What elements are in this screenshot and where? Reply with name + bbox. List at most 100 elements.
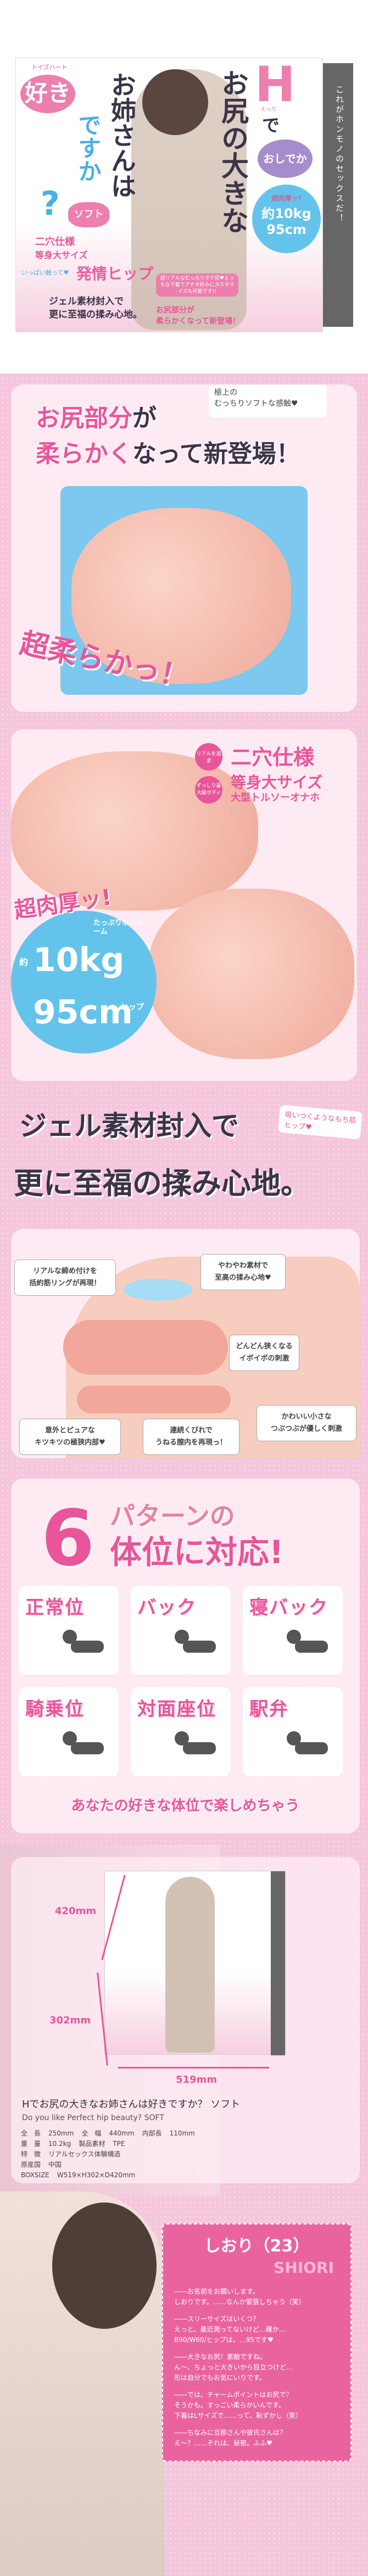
positions-title-2: 体位に対応! xyxy=(110,1534,284,1571)
tag-body: ずっしり最大級ボディ xyxy=(195,776,222,804)
qa-item: ――お名前をお願いします。しおりです。……なんか緊張しちゃう（笑） xyxy=(174,2287,339,2307)
customize-bubble: 超リアルなむっちりボテ尻♥えっちな下着でアナタ好みにカスタマイズも可能です!! xyxy=(156,274,238,297)
spec-value: 10.2kg xyxy=(48,2140,71,2148)
tag-real: リアルを追求 xyxy=(195,743,222,771)
volume-label: たっぷりボリューム xyxy=(93,919,144,936)
suki-heart: 好き xyxy=(20,75,75,113)
callout-gel: やわやわ素材で 至高の揉み心地♥ xyxy=(200,1254,286,1291)
size-section: 420mm 302mm 519mm Hでお尻の大きなお姉さんは好きですか？ ソフ… xyxy=(11,1857,360,2183)
character-hair xyxy=(52,2203,157,2329)
spec-label: BOXSIZE xyxy=(21,2171,49,2179)
qa-item: ――ちなみに旦那さんや彼氏さんは？ え〜？……それは、秘密。ふふ♥ xyxy=(174,2428,339,2449)
box-thumbnail xyxy=(104,1871,286,2055)
weight-badge: 超肉厚ッ! 約10kg 95cm xyxy=(252,185,321,253)
brand-logo: トイズハート xyxy=(31,64,68,71)
position-label: 寝バック xyxy=(249,1597,328,1619)
profile-name: しおり（23） xyxy=(204,2237,310,2256)
positions-number: 6 xyxy=(41,1494,95,1583)
position-tile-back: バック xyxy=(131,1586,231,1675)
weight-value: 約10kg xyxy=(261,206,311,221)
box-title-h: H xyxy=(255,56,295,113)
product-shape xyxy=(71,508,291,684)
callout-dots: かわいい小さな つぶつぶが優しく刺激 xyxy=(257,1405,356,1442)
qa-item: ――大きなお尻！素敵ですね。ん〜、ちょっと大きいから目立つけど… 形は自分でもお… xyxy=(174,2352,339,2383)
figure-body-icon xyxy=(183,1742,216,1754)
mochi-bubble: 吸いつくようなもち肌ヒップ♥ xyxy=(278,1105,363,1140)
qa-answer: え〜？……それは、秘密。ふふ♥ xyxy=(174,2439,272,2447)
position-tile-standing: 駅弁 xyxy=(243,1687,343,1776)
product-back-photo xyxy=(148,889,354,1059)
spec-label: 全 幅 xyxy=(81,2129,102,2137)
position-tile-seated: 対面座位 xyxy=(131,1687,231,1776)
position-tile-prone-back: 寝バック xyxy=(243,1586,343,1675)
headline2-pink: 柔らかく xyxy=(36,440,132,468)
spec-label: 原産国 xyxy=(21,2161,41,2168)
figure-body-icon xyxy=(71,1742,104,1754)
width-arrow xyxy=(118,2067,269,2068)
box-title-h-reading: えっち xyxy=(260,107,277,113)
hip-label: ヒップ xyxy=(121,1003,144,1012)
positions-footer: あなたの好きな体位で楽しめちゃう xyxy=(71,1798,300,1814)
box-title-sub: お姉さんは xyxy=(107,72,137,198)
hip-value: 95cm xyxy=(33,993,133,1031)
feature-life-size: 等身大サイズ xyxy=(35,250,88,260)
spec-label: 特 徴 xyxy=(21,2150,41,2158)
figure-body-icon xyxy=(183,1641,216,1653)
callout-waves: 連続くびれで うねる膣内を再現っ！ xyxy=(143,1419,239,1456)
position-tile-cowgirl: 騎乗位 xyxy=(19,1687,119,1776)
box-title-de: で xyxy=(262,115,280,136)
spec-section: リアルを追求 二穴仕様 ずっしり最大級ボディ 等身大サイズ 大型トルソーオナホ … xyxy=(11,729,357,1081)
profile-name-en: SHIORI xyxy=(274,2259,334,2277)
spec-value: 250mm xyxy=(48,2129,74,2137)
box-soft-line1: お尻部分が xyxy=(156,306,194,315)
qa-answer: ん〜、ちょっと大きいから目立つけど… 形は自分でもお気にいりです。 xyxy=(174,2363,293,2382)
profile-card: しおり（23） SHIORI ――お名前をお願いします。しおりです。……なんか緊… xyxy=(162,2223,352,2462)
figure-body-icon xyxy=(295,1641,328,1653)
gel-line1: ジェル素材封入で xyxy=(49,296,124,307)
profile-interview: ――お名前をお願いします。しおりです。……なんか緊張しちゃう（笑）――スリーサイ… xyxy=(174,2287,339,2449)
spec-label: 製品素材 xyxy=(79,2140,105,2148)
gel-pad-icon xyxy=(124,1279,192,1301)
width-label: 519mm xyxy=(176,2074,218,2086)
depth-label: 420mm xyxy=(55,1905,97,1917)
positions-section: 6 パターンの 体位に対応! 正常位 バック 寝バック 騎乗位 対面座位 駅弁 … xyxy=(11,1479,360,1833)
figure-body-icon xyxy=(295,1742,328,1754)
bubble-line1: 極上の xyxy=(214,388,237,397)
height-label: 302mm xyxy=(49,2015,91,2026)
spec-value: 440mm xyxy=(109,2129,135,2137)
box-soft-line: 柔らかくなって新登場！ xyxy=(156,317,241,326)
feature-life-size: 等身大サイズ xyxy=(231,773,323,791)
lower-tunnel xyxy=(77,1386,231,1413)
callout-ring: リアルな締め付けを 括約筋リングが再現！ xyxy=(14,1259,116,1296)
thick-label: 超肉厚ッ! xyxy=(271,194,302,202)
product-front-photo xyxy=(11,751,258,911)
character-hair xyxy=(142,69,208,135)
qa-item: ――では、チャームポイントはお尻で？そうかも。すっごい柔らかいんです。 下着はL… xyxy=(174,2390,339,2421)
position-label: 対面座位 xyxy=(137,1698,216,1720)
spec-value: W519×H302×D420mm xyxy=(57,2171,136,2179)
spec-label: 内部長 xyxy=(142,2129,162,2137)
product-box-image: トイズハート 好き お姉さんは ですか ? ソフト H えっち お尻の大きな で… xyxy=(15,58,353,332)
box-title-desuka: ですか xyxy=(75,113,102,182)
headline-dark: が xyxy=(132,404,157,432)
box-question-mark: ? xyxy=(41,185,60,223)
callout-bumps: どんどん狭くなる イボイボの刺激 xyxy=(229,1335,299,1371)
qa-question: ――お名前をお願いします。 xyxy=(174,2288,259,2295)
oshidekaka-bubble: おしでか xyxy=(258,140,313,178)
position-label: バック xyxy=(137,1597,197,1619)
qa-question: ――大きなお尻！素敵ですね。 xyxy=(174,2353,267,2361)
box-side: これがホンモノのセックスだ！ xyxy=(323,63,353,327)
qa-answer: そうかも。すっごい柔らかいんです。 下着はLサイズで……って、恥ずかし（笑） xyxy=(174,2401,303,2419)
spec-label: 重 量 xyxy=(21,2140,41,2148)
spec-row: BOXSIZE W519×H302×D420mm xyxy=(21,2170,203,2181)
gel-line2: 更に至福の揉み心地。 xyxy=(14,1166,310,1201)
qa-answer: しおりです。……なんか緊張しちゃう（笑） xyxy=(174,2298,305,2306)
internal-structure-diagram: リアルな締め付けを 括約筋リングが再現！ やわやわ素材で 至高の揉み心地♥ どん… xyxy=(11,1229,360,1458)
feature-two-holes: 二穴仕様 xyxy=(35,236,75,248)
gel-line2: 更に至福の揉み心地。 xyxy=(49,309,142,320)
spec-row: 原産国中国 xyxy=(21,2160,203,2170)
qa-answer: えっと、最近測ってないけど…確か… B90/W60/ヒップは、…95です♥ xyxy=(174,2326,286,2344)
qa-question: ――ちなみに旦那さんや彼氏さんは？ xyxy=(174,2429,287,2436)
callout-narrow: 意外とピュアな キツキツの極狭内部♥ xyxy=(19,1419,121,1456)
